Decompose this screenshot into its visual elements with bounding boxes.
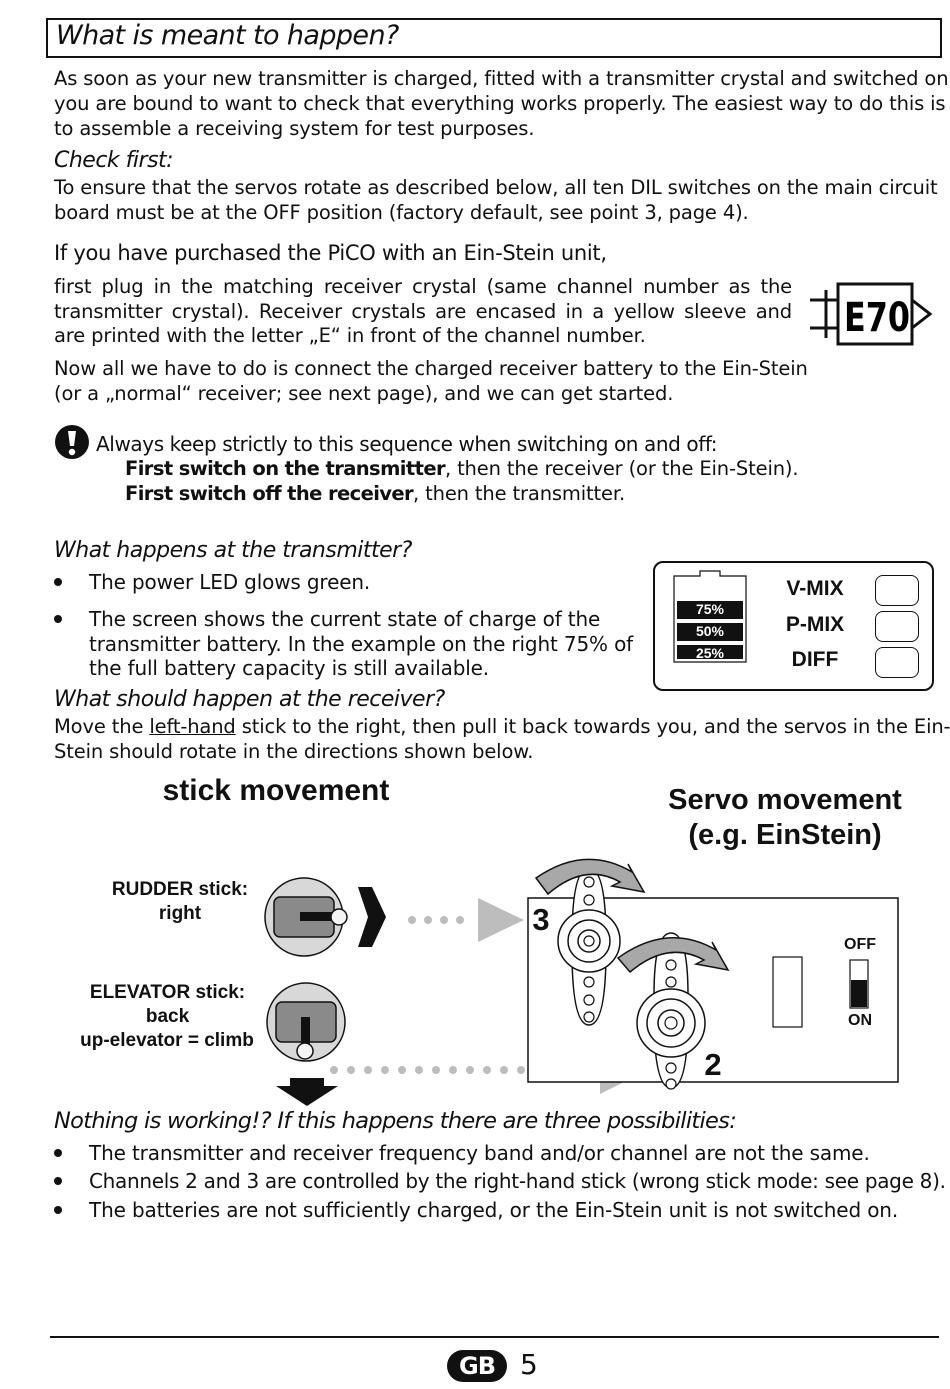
footer-rule bbox=[50, 1336, 939, 1338]
rudder-stick-icon bbox=[264, 877, 348, 957]
troubleshoot-bullet-3: The batteries are not sufficiently charg… bbox=[89, 1198, 899, 1222]
exclamation-icon bbox=[55, 425, 89, 459]
diff-indicator bbox=[875, 647, 919, 678]
check-first-line-2: board must be at the OFF position (facto… bbox=[54, 201, 749, 224]
bullet-dot bbox=[54, 1149, 62, 1157]
servo-2-icon bbox=[636, 932, 706, 1090]
page-number: 5 bbox=[520, 1348, 538, 1381]
einstein-paragraph-2-line-1: Now all we have to do is connect the cha… bbox=[54, 357, 808, 380]
arrow-right-icon bbox=[358, 887, 386, 947]
intro-line-2: you are bound to want to check that ever… bbox=[54, 92, 946, 115]
transmitter-heading: What happens at the transmitter? bbox=[54, 538, 412, 563]
movement-diagram bbox=[264, 858, 899, 1106]
battery-level-25: 25% bbox=[695, 645, 725, 661]
transmitter-bullet-2-line-1: The screen shows the current state of ch… bbox=[89, 607, 601, 631]
battery-icon bbox=[673, 570, 747, 663]
elevator-label-line-1: ELEVATOR stick: bbox=[89, 982, 246, 1003]
page-title: What is meant to happen? bbox=[56, 20, 399, 51]
battery-level-50: 50% bbox=[695, 623, 725, 639]
warning-line-1-bold: First switch on the transmitter bbox=[125, 457, 446, 480]
warning-line-2-rest: , then the transmitter. bbox=[413, 482, 625, 505]
v-mix-label: V-MIX bbox=[786, 577, 844, 600]
servo-movement-title-line-1: Servo movement bbox=[668, 784, 902, 816]
arrow-down-icon bbox=[276, 1078, 338, 1106]
dotted-arrow-right bbox=[408, 898, 524, 942]
p-mix-label: P-MIX bbox=[785, 613, 845, 636]
elevator-label-line-3: up-elevator = climb bbox=[80, 1030, 254, 1051]
einstein-paragraph-2-line-2: (or a „normal“ receiver; see next page),… bbox=[54, 382, 674, 405]
switch-on-label: ON bbox=[848, 1012, 872, 1029]
intro-line-3: to assemble a receiving system for test … bbox=[54, 117, 535, 140]
v-mix-indicator bbox=[875, 575, 919, 606]
connector-slot bbox=[772, 956, 803, 1028]
servo-2-number: 2 bbox=[704, 1047, 722, 1082]
p-mix-indicator bbox=[875, 611, 919, 642]
battery-level-75: 75% bbox=[695, 601, 725, 617]
warning-line-2-bold: First switch off the receiver bbox=[125, 482, 414, 505]
bullet-dot bbox=[54, 1206, 62, 1214]
bullet-dot bbox=[54, 615, 62, 623]
elevator-label-line-2: back bbox=[145, 1006, 190, 1027]
country-badge-text: GB bbox=[459, 1352, 496, 1380]
bullet-dot bbox=[54, 1177, 62, 1185]
servo-movement-title-line-2: (e.g. EinStein) bbox=[688, 819, 882, 851]
servo-3-icon bbox=[557, 867, 621, 1026]
rudder-label-line-1: RUDDER stick: bbox=[111, 879, 249, 900]
transmitter-display bbox=[653, 561, 934, 691]
warning-heading: Always keep strictly to this sequence wh… bbox=[96, 432, 718, 456]
warning-line-1-rest: , then the receiver (or the Ein-Stein). bbox=[444, 457, 799, 480]
einstein-heading: If you have purchased the PiCO with an E… bbox=[54, 241, 607, 265]
receiver-line-1-pre: Move the bbox=[54, 715, 150, 738]
crystal-label: E70 bbox=[844, 295, 910, 341]
diff-label: DIFF bbox=[791, 648, 839, 671]
receiver-line-1: Move the left-hand stick to the right, t… bbox=[54, 715, 950, 740]
servo-3-rotation-arrow bbox=[534, 858, 646, 896]
check-first-heading: Check first: bbox=[54, 148, 174, 173]
warning-line-1: First switch on the transmitter, then th… bbox=[125, 457, 799, 482]
transmitter-bullet-1: The power LED glows green. bbox=[89, 570, 371, 594]
elevator-stick-icon bbox=[266, 982, 346, 1062]
servo-3-number: 3 bbox=[532, 902, 550, 937]
check-first-line-1: To ensure that the servos rotate as desc… bbox=[54, 176, 938, 199]
stick-movement-title: stick movement bbox=[162, 774, 390, 807]
receiver-crystal-icon: E70 bbox=[810, 282, 933, 346]
country-badge: GB bbox=[447, 1350, 507, 1382]
receiver-heading: What should happen at the receiver? bbox=[54, 687, 445, 712]
receiver-line-2: Stein should rotate in the directions sh… bbox=[54, 740, 534, 763]
einstein-paragraph-1: first plug in the matching receiver crys… bbox=[54, 275, 792, 347]
transmitter-bullet-2-line-2: transmitter battery. In the example on t… bbox=[89, 632, 634, 656]
servo-2-rotation-arrow bbox=[616, 937, 730, 974]
title-box bbox=[46, 18, 942, 58]
intro-line-1: As soon as your new transmitter is charg… bbox=[54, 67, 950, 90]
troubleshoot-bullet-1: The transmitter and receiver frequency b… bbox=[89, 1141, 870, 1165]
rudder-label-line-2: right bbox=[158, 903, 202, 924]
transmitter-bullet-2-line-3: the full battery capacity is still avail… bbox=[89, 656, 490, 680]
receiver-line-1-post: stick to the right, then pull it back to… bbox=[235, 715, 950, 738]
troubleshoot-heading: Nothing is working!? If this happens the… bbox=[54, 1108, 737, 1134]
bullet-dot bbox=[54, 578, 62, 586]
troubleshoot-bullet-2: Channels 2 and 3 are controlled by the r… bbox=[89, 1169, 946, 1193]
warning-line-2: First switch off the receiver, then the … bbox=[125, 482, 625, 507]
switch-off-label: OFF bbox=[844, 936, 876, 953]
left-hand-emphasis: left-hand bbox=[149, 715, 236, 738]
